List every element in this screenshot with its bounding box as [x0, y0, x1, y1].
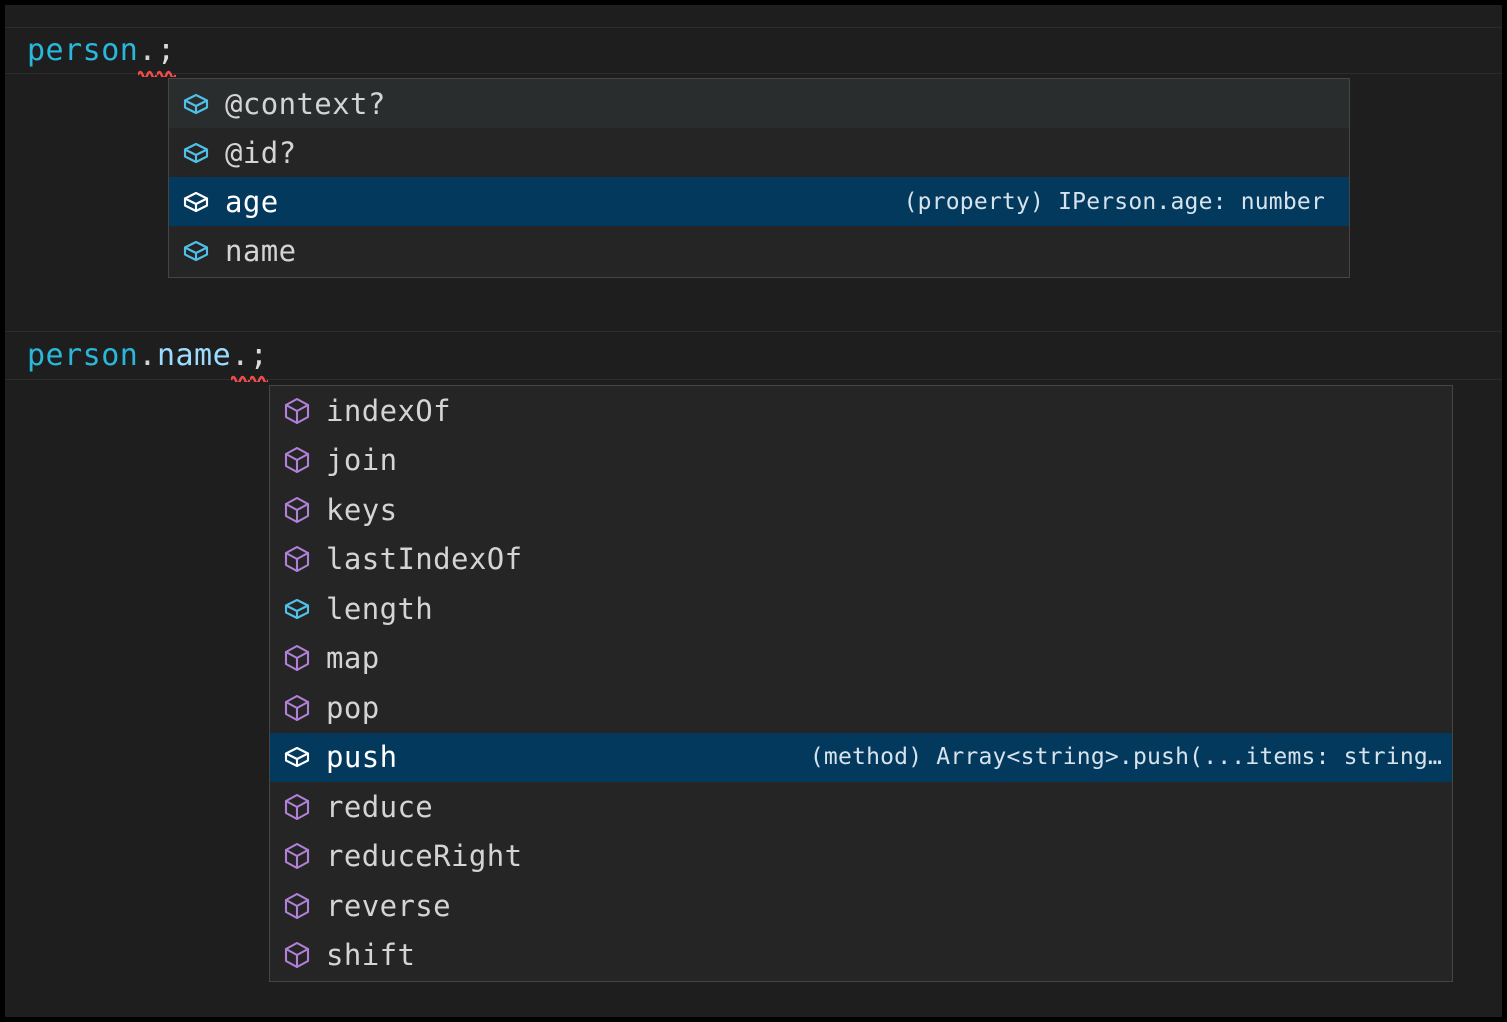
suggestion-item-shift[interactable]: shift	[270, 930, 1452, 980]
completion-popup-members[interactable]: indexOf join keys lastIndexOf length map pop pu…	[269, 385, 1453, 982]
separator-line	[5, 379, 1502, 380]
separator-line	[5, 331, 1502, 332]
suggestion-item-pop[interactable]: pop	[270, 683, 1452, 733]
suggestion-label: pop	[326, 690, 380, 725]
suggestion-detail: (method) Array<string>.push(...items: st…	[809, 744, 1442, 771]
method-cube-icon	[280, 691, 314, 725]
error-squiggle-token: ;	[249, 337, 269, 382]
suggestion-item-reduceright[interactable]: reduceRight	[270, 831, 1452, 881]
completion-popup-properties[interactable]: @context? @id? age (property) IPerson.age: …	[168, 78, 1350, 278]
code-token: ;	[249, 337, 269, 373]
code-token: name	[156, 337, 232, 373]
code-token: .	[138, 32, 157, 68]
code-token: person	[27, 32, 139, 68]
method-cube-icon	[280, 889, 314, 923]
separator-line	[5, 73, 1502, 74]
suggestion-item-age[interactable]: age (property) IPerson.age: number	[169, 177, 1349, 226]
method-cube-icon	[280, 641, 314, 675]
suggestion-item-join[interactable]: join	[270, 435, 1452, 485]
method-cube-icon	[280, 790, 314, 824]
suggestion-item-map[interactable]: map	[270, 633, 1452, 683]
error-squiggle-token: ;	[156, 32, 176, 77]
suggestion-item-length[interactable]: length	[270, 584, 1452, 634]
code-token: ;	[156, 32, 176, 68]
suggestion-label: indexOf	[326, 393, 452, 428]
method-cube-icon	[280, 493, 314, 527]
separator-line	[5, 27, 1502, 28]
suggestion-label: shift	[326, 938, 416, 973]
error-squiggle-token: .	[231, 337, 250, 382]
suggestion-label: reduceRight	[326, 839, 523, 874]
code-token: person	[27, 337, 139, 373]
code-line-person[interactable]: person.;	[5, 28, 1502, 77]
code-token: .	[231, 337, 250, 373]
method-cube-icon	[280, 394, 314, 428]
method-cube-icon	[280, 938, 314, 972]
method-cube-icon	[280, 740, 314, 774]
suggestion-label: lastIndexOf	[326, 542, 523, 577]
method-cube-icon	[280, 839, 314, 873]
suggestion-item-keys[interactable]: keys	[270, 485, 1452, 535]
suggestion-item-id[interactable]: @id?	[169, 128, 1349, 177]
suggestion-label: @context?	[225, 86, 386, 121]
method-cube-icon	[280, 443, 314, 477]
editor-surface[interactable]: person.; person.name.; @context?@id?age(…	[5, 5, 1502, 1017]
property-cube-icon	[179, 234, 213, 268]
property-cube-icon	[280, 592, 314, 626]
property-cube-icon	[179, 136, 213, 170]
suggestion-label: map	[326, 641, 380, 676]
suggestion-item-context[interactable]: @context?	[169, 79, 1349, 128]
suggestion-label: reverse	[326, 888, 452, 923]
method-cube-icon	[280, 542, 314, 576]
property-cube-icon	[179, 87, 213, 121]
suggestion-label: reduce	[326, 789, 434, 824]
suggestion-label: @id?	[225, 135, 297, 170]
code-line-person-name[interactable]: person.name.;	[5, 333, 1502, 382]
suggestion-label: keys	[326, 492, 398, 527]
suggestion-label: name	[225, 233, 297, 268]
suggestion-label: length	[326, 591, 434, 626]
suggestion-detail: (property) IPerson.age: number	[903, 188, 1325, 215]
suggestion-label: push	[326, 740, 398, 775]
suggestion-label: age	[225, 184, 279, 219]
suggestion-item-reverse[interactable]: reverse	[270, 881, 1452, 931]
property-cube-icon	[179, 185, 213, 219]
suggestion-item-indexof[interactable]: indexOf	[270, 386, 1452, 436]
suggestion-item-lastindexof[interactable]: lastIndexOf	[270, 534, 1452, 584]
error-squiggle-token: .	[138, 32, 157, 77]
suggestion-item-name[interactable]: name	[169, 226, 1349, 275]
suggestion-item-push[interactable]: push (method) Array<string>.push(...items…	[270, 732, 1452, 782]
code-token: .	[138, 337, 157, 373]
suggestion-item-reduce[interactable]: reduce	[270, 782, 1452, 832]
suggestion-label: join	[326, 443, 398, 478]
